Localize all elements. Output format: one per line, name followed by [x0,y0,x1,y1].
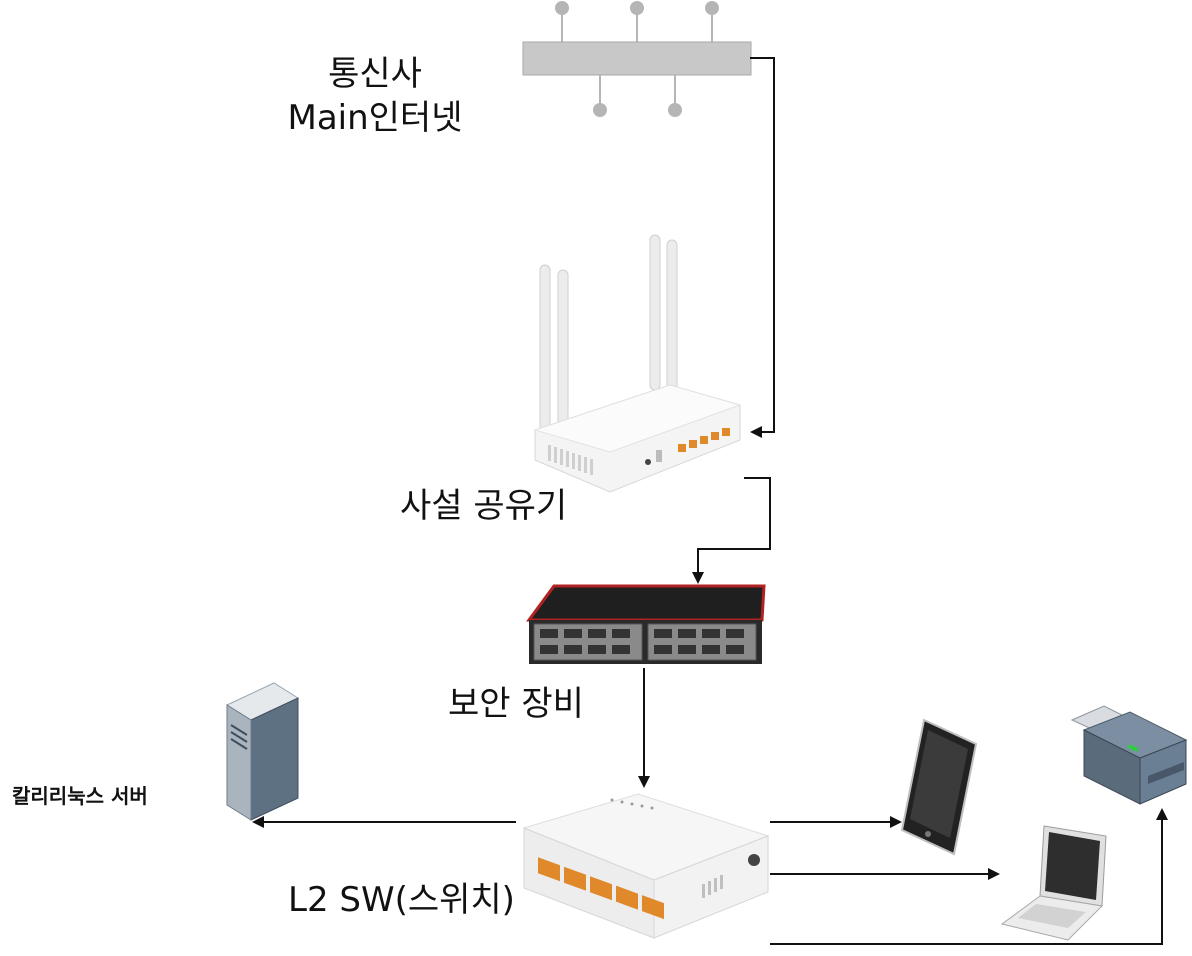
security-appliance-icon [526,584,766,664]
server-icon [225,682,300,821]
router-label: 사설 공유기 [400,486,568,526]
isp-network-icon [522,1,752,117]
switch-label: L2 SW(스위치) [288,880,515,920]
router-icon [533,234,742,493]
security-label: 보안 장비 [448,684,584,724]
isp-label-line1: 통신사 [328,54,422,94]
tablet-icon [900,718,978,856]
printer-icon [1070,705,1188,805]
switch-icon [522,793,770,939]
isp-label-line2: Main인터넷 [287,98,463,138]
kali-server-label: 칼리리눅스 서버 [12,784,148,808]
isp-label: 통신사 Main인터넷 [0,52,470,140]
laptop-icon [1000,825,1107,941]
